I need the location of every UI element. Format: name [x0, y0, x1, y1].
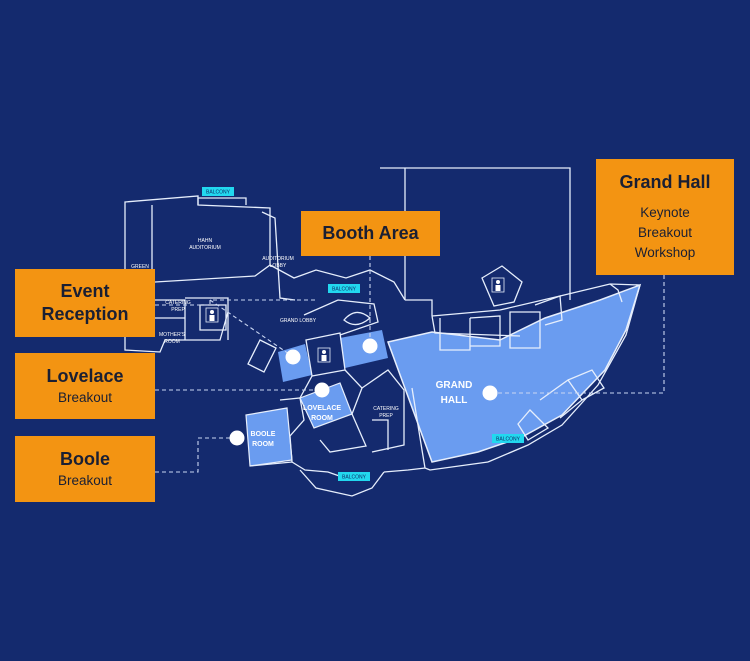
- balconies: BALCONY BALCONY BALCONY BALCONY: [202, 187, 524, 481]
- lovelace-callout-title: Lovelace: [46, 366, 124, 386]
- svg-text:BALCONY: BALCONY: [496, 437, 521, 443]
- svg-text:BALCONY: BALCONY: [342, 475, 367, 481]
- booth-area-marker[interactable]: [362, 338, 378, 354]
- svg-text:AUDITORIUM: AUDITORIUM: [189, 245, 221, 251]
- grand-hall-callout[interactable]: Grand Hall Keynote Breakout Workshop: [596, 159, 734, 275]
- lovelace-marker[interactable]: [314, 382, 330, 398]
- svg-text:GRAND LOBBY: GRAND LOBBY: [280, 318, 317, 324]
- small-room-labels: HAHN AUDITORIUM AUDITORIUM LOBBY GREEN C…: [131, 238, 399, 419]
- grand-hall-label: GRAND: [436, 380, 473, 391]
- event-reception-callout-title-2: Reception: [41, 304, 129, 324]
- svg-text:AUDITORIUM: AUDITORIUM: [262, 256, 294, 262]
- boole-room-label: BOOLE: [251, 431, 276, 438]
- boole-callout-sub: Breakout: [57, 473, 113, 488]
- boole-callout-title: Boole: [59, 449, 110, 469]
- svg-text:GREEN: GREEN: [131, 264, 149, 270]
- balcony-lobby: [328, 284, 360, 293]
- svg-text:BALCONY: BALCONY: [206, 190, 231, 196]
- balcony-top: [202, 187, 234, 196]
- svg-text:CATERING: CATERING: [165, 300, 191, 306]
- restroom-icon: [491, 277, 505, 293]
- svg-text:HAHN: HAHN: [198, 238, 213, 244]
- lovelace-room-label-2: ROOM: [311, 415, 333, 422]
- balcony-grand-hall: [492, 434, 524, 443]
- grand-hall-callout-title: Grand Hall: [619, 172, 711, 192]
- event-reception-callout-title: Event: [60, 281, 110, 301]
- event-reception-callout[interactable]: Event Reception: [15, 269, 155, 337]
- lovelace-callout-sub: Breakout: [57, 390, 113, 405]
- booth-area-callout-title: Booth Area: [322, 223, 419, 243]
- restroom-icon: [317, 347, 331, 363]
- boole-callout[interactable]: Boole Breakout: [15, 436, 155, 502]
- grand-hall-callout-line: Workshop: [634, 245, 696, 260]
- leader-lines: [155, 256, 665, 473]
- lovelace-room-label: LOVELACE: [303, 405, 341, 412]
- restroom-icon: [205, 307, 219, 323]
- grand-hall-callout-line: Keynote: [640, 205, 690, 220]
- lovelace-callout[interactable]: Lovelace Breakout: [15, 353, 155, 419]
- svg-text:BALCONY: BALCONY: [332, 287, 357, 293]
- svg-text:ROOM: ROOM: [164, 339, 180, 345]
- booth-area-callout[interactable]: Booth Area: [301, 211, 440, 256]
- reception-marker[interactable]: [285, 349, 301, 365]
- svg-text:PREP: PREP: [171, 307, 185, 313]
- grand-hall-marker[interactable]: [482, 385, 498, 401]
- grand-hall-label-2: HALL: [441, 395, 468, 406]
- grand-hall-callout-line: Breakout: [637, 225, 693, 240]
- boole-marker[interactable]: [229, 430, 245, 446]
- svg-text:LOBBY: LOBBY: [270, 263, 287, 269]
- boole-room-label-2: ROOM: [252, 441, 274, 448]
- svg-text:PREP: PREP: [379, 413, 393, 419]
- balcony-bottom: [338, 472, 370, 481]
- svg-text:CATERING: CATERING: [373, 406, 399, 412]
- svg-text:MOTHER'S: MOTHER'S: [159, 332, 186, 338]
